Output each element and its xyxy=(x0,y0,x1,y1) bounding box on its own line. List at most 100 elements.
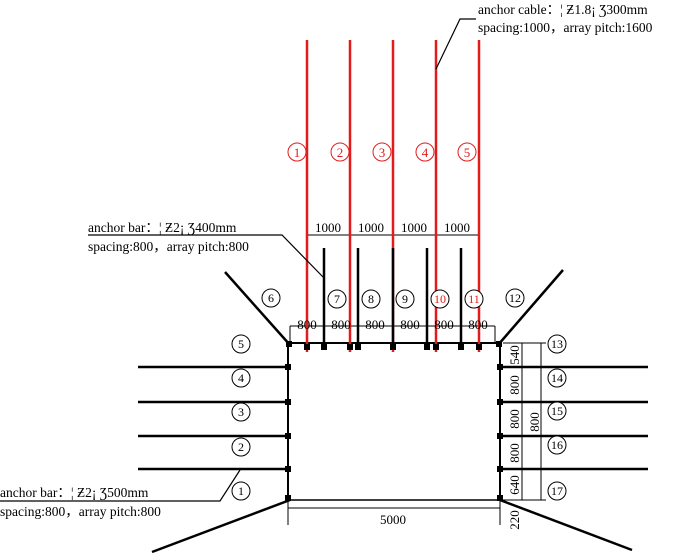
right-bar-marker-circle xyxy=(547,401,567,421)
anchor-head xyxy=(347,344,353,350)
left-bar-markers: 5 4 3 2 1 xyxy=(231,334,251,501)
right-dim-label: 800 xyxy=(507,409,522,429)
top-bar-marker-circle xyxy=(464,289,484,309)
anchor-head xyxy=(285,433,291,439)
right-bar-marker-label: 17 xyxy=(551,484,563,498)
cable-marker-circle xyxy=(457,142,477,162)
anchor-head xyxy=(497,495,503,501)
left-bar-marker-circle xyxy=(231,402,251,422)
top-bar-marker-circle xyxy=(430,289,450,309)
right-bar-marker-label: 15 xyxy=(551,404,563,418)
bottom-right-corner-bar xyxy=(499,498,633,552)
right-bar-marker-label: 14 xyxy=(551,371,563,385)
anchor-head xyxy=(496,341,502,347)
top-bar-marker-circle xyxy=(261,288,281,308)
top-bar-marker-circle xyxy=(505,288,525,308)
cable-annotation-line1: anchor cable：¦ Ƶ1.8¡ Ʒ300mm xyxy=(478,2,648,17)
cable-marker-label: 5 xyxy=(464,145,471,160)
top-anchor-bars xyxy=(322,248,463,346)
top-bar-dim-label: 800 xyxy=(331,317,351,332)
right-total-dim-label: 800 xyxy=(527,412,542,432)
anchor-head xyxy=(390,344,396,350)
tunnel-outline xyxy=(287,342,501,501)
right-bar-marker-label: 16 xyxy=(551,438,563,452)
anchor-head xyxy=(497,364,503,370)
anchor-head xyxy=(286,341,292,347)
corner-anchor-bars xyxy=(151,269,633,554)
bottom-left-corner-bar xyxy=(151,498,291,554)
cable-leader-line xyxy=(435,18,476,70)
cable-number-markers: 1 2 3 4 5 xyxy=(287,142,477,162)
top-bar-marker-label: 10 xyxy=(434,292,446,306)
anchor-head xyxy=(285,399,291,405)
top-bar-annotation-line2: spacing:800，array pitch:800 xyxy=(88,239,249,254)
cable-marker-label: 1 xyxy=(294,145,301,160)
anchor-head xyxy=(304,344,310,350)
right-bar-marker-circle xyxy=(547,334,567,354)
cable-dim-label: 1000 xyxy=(444,220,470,235)
roof-anchor-heads xyxy=(286,341,502,350)
top-bar-marker-circle xyxy=(395,289,415,309)
anchor-head xyxy=(433,344,439,350)
right-bar-markers: 13 14 15 16 17 xyxy=(547,334,567,501)
right-dim-label: 800 xyxy=(507,443,522,463)
top-bar-marker-label: 12 xyxy=(509,291,521,305)
anchor-head xyxy=(424,344,430,350)
right-bottom-dim-label: 220 xyxy=(507,510,522,530)
cable-dim-label: 1000 xyxy=(358,220,384,235)
cable-marker-circle xyxy=(330,142,350,162)
anchor-head xyxy=(476,344,482,350)
top-bar-marker-label: 7 xyxy=(334,292,340,306)
top-bar-annotation: anchor bar：¦ Ƶ2¡ Ʒ400mm spacing:800，arra… xyxy=(88,220,249,254)
left-bar-marker-label: 4 xyxy=(238,371,244,385)
cable-dim-label: 1000 xyxy=(401,220,427,235)
top-bar-dim-label: 800 xyxy=(434,317,454,332)
bottom-dimension xyxy=(287,500,501,525)
top-bar-marker-circle xyxy=(327,289,347,309)
cable-marker-circle xyxy=(287,142,307,162)
leader-lines xyxy=(0,18,476,502)
right-dim-label: 640 xyxy=(507,475,522,495)
anchor-head xyxy=(497,466,503,472)
left-bar-marker-label: 2 xyxy=(238,440,244,454)
left-bar-marker-label: 3 xyxy=(238,405,244,419)
left-anchor-heads xyxy=(285,364,291,501)
anchor-head xyxy=(285,364,291,370)
top-bar-leader-line xyxy=(88,234,325,279)
side-bar-annotation-line1: anchor bar：¦ Ƶ2¡ Ʒ500mm xyxy=(0,485,149,500)
side-bar-annotation-line2: spacing:800，array pitch:800 xyxy=(0,504,161,519)
right-dim-label: 540 xyxy=(507,345,522,365)
right-dimension xyxy=(503,342,546,501)
right-dim-labels: 540 800 800 800 640 800 220 xyxy=(507,345,542,530)
left-bar-marker-circle xyxy=(231,334,251,354)
cable-annotation-line2: spacing:1000，array pitch:1600 xyxy=(478,20,653,35)
top-bar-marker-label: 8 xyxy=(368,292,374,306)
top-bar-dim-label: 800 xyxy=(400,317,420,332)
anchor-head xyxy=(285,495,291,501)
side-bar-annotation: anchor bar：¦ Ƶ2¡ Ʒ500mm spacing:800，arra… xyxy=(0,485,161,519)
top-right-corner-bar xyxy=(497,269,564,346)
left-bar-marker-label: 1 xyxy=(238,484,244,498)
side-bar-leader-line xyxy=(0,469,241,502)
right-bar-marker-circle xyxy=(547,368,567,388)
top-bar-marker-circle xyxy=(361,289,381,309)
top-bar-dim-label: 800 xyxy=(365,317,385,332)
right-bar-marker-label: 13 xyxy=(551,337,563,351)
left-bar-marker-circle xyxy=(231,481,251,501)
cable-marker-label: 3 xyxy=(379,145,386,160)
left-bar-marker-label: 5 xyxy=(238,337,244,351)
cable-dim-label: 1000 xyxy=(315,220,341,235)
anchor-head xyxy=(321,344,327,350)
bottom-dim-label: 5000 xyxy=(380,512,406,527)
top-bar-dim-label: 800 xyxy=(297,317,317,332)
left-bar-marker-circle xyxy=(231,368,251,388)
top-bar-dim-label: 800 xyxy=(468,317,488,332)
top-left-corner-bar xyxy=(224,271,291,346)
top-bar-annotation-line1: anchor bar：¦ Ƶ2¡ Ʒ400mm xyxy=(88,220,237,235)
right-bar-marker-circle xyxy=(547,481,567,501)
top-bar-dim-labels: 800 800 800 800 800 800 xyxy=(297,317,488,332)
cable-marker-circle xyxy=(415,142,435,162)
cable-dim-labels: 1000 1000 1000 1000 xyxy=(315,220,470,235)
